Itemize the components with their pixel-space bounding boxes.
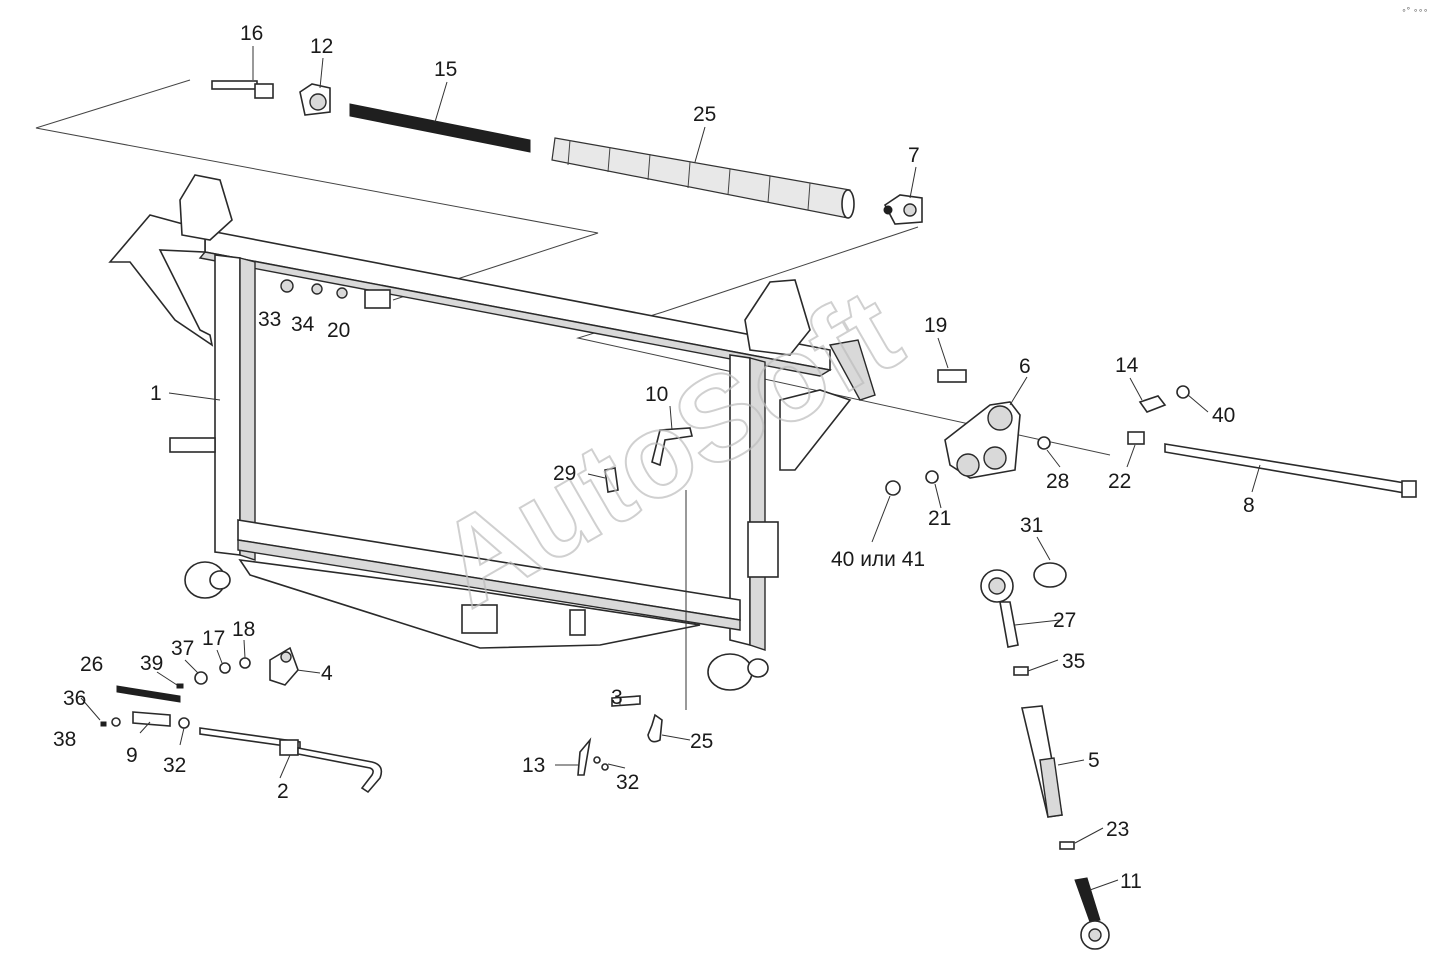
label-part-20: 20 (327, 319, 350, 342)
label-part-37: 37 (171, 637, 194, 660)
assembly-guide-lines (35, 79, 1111, 456)
label-part-9: 9 (126, 744, 138, 767)
part-labels: 16 12 15 25 7 33 34 20 1 19 6 14 40 10 2… (53, 22, 1255, 893)
label-part-21: 21 (928, 507, 951, 530)
label-part-32-left: 32 (163, 754, 186, 777)
part-12-bracket (299, 83, 331, 116)
label-part-29: 29 (553, 462, 576, 485)
label-part-25-bottom: 25 (690, 730, 713, 753)
label-part-7: 7 (908, 144, 920, 167)
label-part-16: 16 (240, 22, 263, 45)
center-parts (577, 427, 693, 776)
label-part-6: 6 (1019, 355, 1031, 378)
right-plate-assembly (885, 369, 1417, 498)
spring-assembly (211, 80, 923, 225)
label-part-11: 11 (1120, 870, 1142, 893)
rod-assembly (980, 562, 1110, 950)
label-part-13: 13 (522, 754, 545, 777)
label-part-38: 38 (53, 728, 76, 751)
label-part-5: 5 (1088, 749, 1100, 772)
label-part-32-center: 32 (616, 771, 639, 794)
label-part-14: 14 (1115, 354, 1139, 377)
label-part-31: 31 (1020, 514, 1043, 537)
label-part-4: 4 (321, 662, 333, 685)
label-part-8: 8 (1243, 494, 1255, 517)
label-part-28: 28 (1046, 470, 1069, 493)
label-part-33: 33 (258, 308, 281, 331)
part-25-spring (551, 137, 855, 219)
label-part-34: 34 (291, 313, 315, 336)
leader-lines (80, 46, 1261, 891)
label-part-25-top: 25 (693, 103, 716, 126)
label-part-12: 12 (310, 35, 333, 58)
label-part-39: 39 (140, 652, 163, 675)
label-part-15: 15 (434, 58, 457, 81)
label-part-26: 26 (80, 653, 103, 676)
label-part-27: 27 (1053, 609, 1076, 632)
label-part-2: 2 (277, 780, 289, 803)
label-part-36: 36 (63, 687, 86, 710)
label-part-23: 23 (1106, 818, 1129, 841)
label-part-35: 35 (1062, 650, 1085, 673)
label-part-22: 22 (1108, 470, 1131, 493)
part-7-bracket (883, 194, 923, 225)
part-15-rod (349, 103, 531, 153)
label-part-19: 19 (924, 314, 947, 337)
corner-mark: ∘° ∘∘∘ (1401, 6, 1428, 15)
washers-33-34-20 (280, 279, 348, 299)
label-part-40: 40 (1212, 404, 1235, 427)
label-part-1: 1 (150, 382, 162, 405)
label-part-17: 17 (202, 627, 225, 650)
part-16-bolt (211, 80, 274, 99)
label-part-10: 10 (645, 383, 668, 406)
lower-left-assembly (100, 646, 383, 794)
label-part-18: 18 (232, 618, 255, 641)
label-part-3: 3 (611, 686, 623, 709)
main-frame (108, 174, 876, 691)
label-part-40-or-41: 40 или 41 (831, 548, 925, 571)
